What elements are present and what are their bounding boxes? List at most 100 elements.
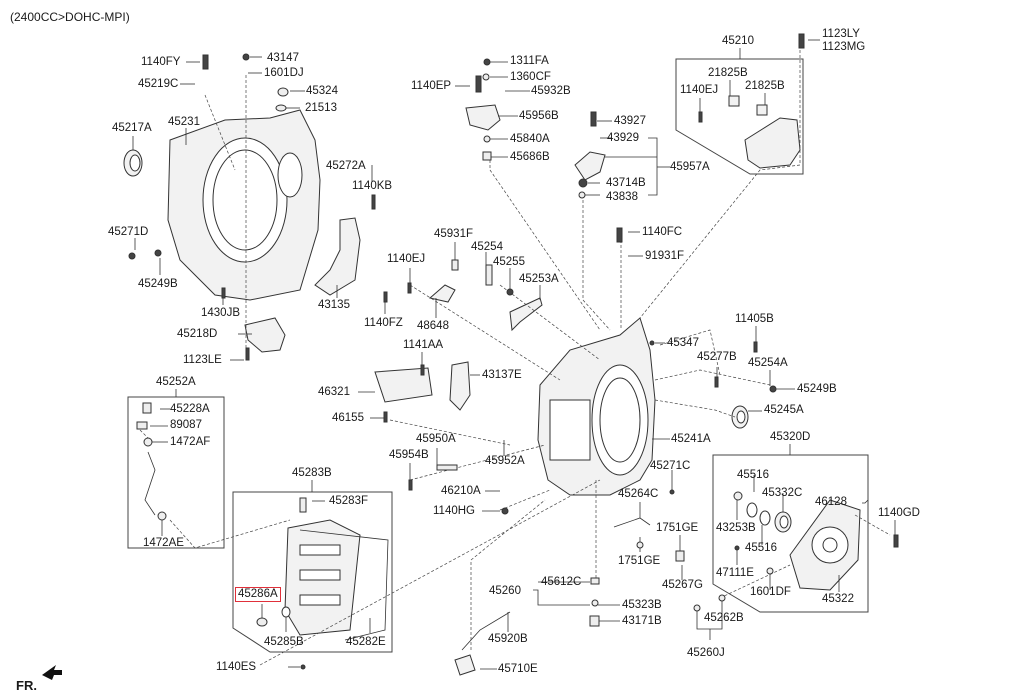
part-label-45249B-right[interactable]: 45249B: [797, 383, 837, 395]
part-label-1123LY[interactable]: 1123LY: [822, 28, 860, 40]
part-label-21513[interactable]: 21513: [305, 102, 337, 114]
part-label-45950A[interactable]: 45950A: [416, 433, 456, 445]
part-label-45245A[interactable]: 45245A: [764, 404, 804, 416]
part-label-45219C[interactable]: 45219C: [138, 78, 179, 90]
transaxle-case-45241A: [537, 317, 656, 496]
part-label-46210A[interactable]: 46210A: [441, 485, 481, 497]
part-label-1140HG[interactable]: 1140HG: [433, 505, 475, 517]
part-label-1472AF[interactable]: 1472AF: [170, 436, 211, 448]
part-label-1141AA[interactable]: 1141AA: [403, 339, 444, 351]
hose-1472AE: [144, 451, 156, 516]
part-label-1472AE[interactable]: 1472AE: [143, 537, 184, 549]
part-label-45267G[interactable]: 45267G: [662, 579, 703, 591]
part-label-43927[interactable]: 43927: [614, 115, 646, 127]
part-label-45241A[interactable]: 45241A: [671, 433, 711, 445]
part-label-45271C[interactable]: 45271C: [650, 460, 691, 472]
part-label-1140FC[interactable]: 1140FC: [642, 226, 683, 238]
part-label-45253A[interactable]: 45253A: [519, 273, 559, 285]
part-label-45249B-left[interactable]: 45249B: [138, 278, 178, 290]
part-label-45931F[interactable]: 45931F: [434, 228, 474, 240]
part-label-45612C[interactable]: 45612C: [541, 576, 582, 588]
part-label-45218D[interactable]: 45218D: [177, 328, 218, 340]
part-label-45954B[interactable]: 45954B: [389, 449, 429, 461]
part-label-46155[interactable]: 46155: [332, 412, 364, 424]
part-label-45286A[interactable]: 45286A: [235, 587, 281, 602]
part-label-45932B[interactable]: 45932B: [531, 85, 571, 97]
part-label-43838[interactable]: 43838: [606, 191, 638, 203]
part-label-1140ES[interactable]: 1140ES: [216, 661, 257, 673]
part-label-21825B-1[interactable]: 21825B: [708, 67, 748, 79]
part-label-1601DF[interactable]: 1601DF: [750, 586, 791, 598]
part-label-1140FY[interactable]: 1140FY: [141, 56, 181, 68]
part-label-45283B[interactable]: 45283B: [292, 467, 332, 479]
part-label-45252A[interactable]: 45252A: [156, 376, 196, 388]
part-label-45956B[interactable]: 45956B: [519, 110, 559, 122]
part-label-89087[interactable]: 89087: [170, 419, 202, 431]
part-label-45260J[interactable]: 45260J: [687, 647, 725, 659]
part-label-45516-1[interactable]: 45516: [737, 469, 769, 481]
part-label-11405B[interactable]: 11405B: [735, 313, 774, 325]
part-label-43135[interactable]: 43135: [318, 299, 350, 311]
part-label-45320D[interactable]: 45320D: [770, 431, 811, 443]
part-label-45272A[interactable]: 45272A: [326, 160, 366, 172]
part-label-45324[interactable]: 45324: [306, 85, 338, 97]
engine-spec-header: (2400CC>DOHC-MPI): [10, 10, 130, 24]
part-label-1140GD[interactable]: 1140GD: [878, 507, 920, 519]
part-label-45516-2[interactable]: 45516: [745, 542, 777, 554]
part-label-1140FZ[interactable]: 1140FZ: [364, 317, 403, 329]
oil-seal-45245A: [731, 405, 749, 429]
part-label-45262B[interactable]: 45262B: [704, 612, 744, 624]
part-label-45271D[interactable]: 45271D: [108, 226, 149, 238]
part-label-43714B[interactable]: 43714B: [606, 177, 646, 189]
part-label-46321[interactable]: 46321: [318, 386, 350, 398]
part-label-91931F[interactable]: 91931F: [645, 250, 685, 262]
part-label-1430JB[interactable]: 1430JB: [201, 307, 241, 319]
part-label-46128[interactable]: 46128: [815, 496, 847, 508]
part-label-1140EJ-top[interactable]: 1140EJ: [680, 84, 719, 96]
part-label-45228A[interactable]: 45228A: [170, 403, 210, 415]
part-label-45260[interactable]: 45260: [489, 585, 521, 597]
part-label-43929[interactable]: 43929: [607, 132, 639, 144]
part-label-45957A[interactable]: 45957A: [670, 161, 710, 173]
part-label-1360CF[interactable]: 1360CF: [510, 71, 551, 83]
part-label-45347[interactable]: 45347: [667, 337, 699, 349]
part-label-1140EJ[interactable]: 1140EJ: [387, 253, 426, 265]
part-label-48648[interactable]: 48648: [417, 320, 449, 332]
part-label-45323B[interactable]: 45323B: [622, 599, 662, 611]
part-label-45255[interactable]: 45255: [493, 256, 525, 268]
tube-45920B: [461, 611, 511, 651]
part-label-45277B[interactable]: 45277B: [697, 351, 737, 363]
part-label-1123LE[interactable]: 1123LE: [183, 354, 222, 366]
part-label-45840A[interactable]: 45840A: [510, 133, 550, 145]
part-label-45952A[interactable]: 45952A: [485, 455, 525, 467]
part-label-1601DJ[interactable]: 1601DJ: [264, 67, 304, 79]
part-label-1140EP[interactable]: 1140EP: [411, 80, 452, 92]
part-label-1751GE-1[interactable]: 1751GE: [656, 522, 699, 534]
part-label-45210[interactable]: 45210: [722, 35, 754, 47]
part-label-45231[interactable]: 45231: [168, 116, 200, 128]
part-label-45332C[interactable]: 45332C: [762, 487, 803, 499]
part-label-45217A[interactable]: 45217A: [112, 122, 152, 134]
part-label-1751GE-2[interactable]: 1751GE: [618, 555, 661, 567]
part-label-45285B[interactable]: 45285B: [264, 636, 304, 648]
part-label-43171B[interactable]: 43171B: [622, 615, 662, 627]
part-label-45920B[interactable]: 45920B: [488, 633, 528, 645]
part-label-45254[interactable]: 45254: [471, 241, 503, 253]
part-label-47111E[interactable]: 47111E: [716, 567, 754, 579]
part-label-45283F[interactable]: 45283F: [329, 495, 369, 507]
pipe-45264C: [613, 517, 651, 528]
part-label-1123MG[interactable]: 1123MG: [822, 41, 866, 53]
part-label-43147[interactable]: 43147: [267, 52, 299, 64]
part-label-45710E[interactable]: 45710E: [498, 663, 538, 675]
part-label-43253B[interactable]: 43253B: [716, 522, 756, 534]
part-label-45264C[interactable]: 45264C: [618, 488, 659, 500]
part-label-43137E[interactable]: 43137E: [482, 369, 522, 381]
part-label-45322[interactable]: 45322: [822, 593, 854, 605]
part-label-45282E[interactable]: 45282E: [346, 636, 386, 648]
part-label-21825B-2[interactable]: 21825B: [745, 80, 785, 92]
part-label-1311FA[interactable]: 1311FA: [510, 55, 549, 67]
part-label-1140KB[interactable]: 1140KB: [352, 180, 393, 192]
part-label-45686B[interactable]: 45686B: [510, 151, 550, 163]
part-label-45254A[interactable]: 45254A: [748, 357, 788, 369]
